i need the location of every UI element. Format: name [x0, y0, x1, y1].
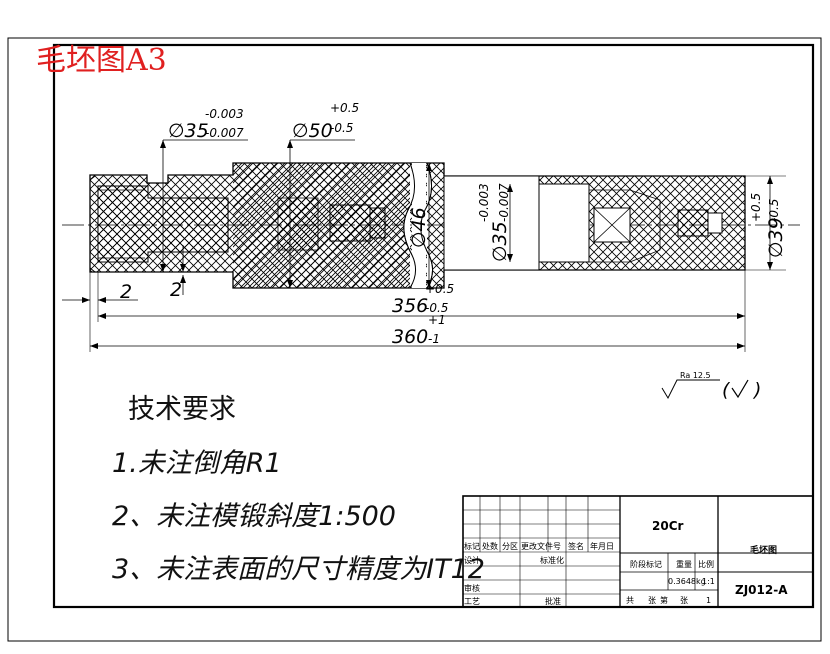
dim-356-upper: +0.5 — [425, 282, 454, 296]
dim-360-lower: -1 — [428, 332, 440, 346]
dimension-chamfer-2: 2 2 — [62, 245, 186, 303]
outer-border — [7, 37, 822, 642]
dim-d50-label: ∅50 — [292, 120, 333, 142]
technical-requirements: 技术要求 1.未注倒角R1 2、未注模锻斜度1:500 3、未注表面的尺寸精度为… — [112, 394, 485, 585]
title-stamp: 毛坯图A3 — [36, 43, 167, 78]
dim-d46-label: ∅46 — [408, 207, 430, 248]
tb-header-date: 年月日 — [590, 541, 614, 551]
tb-sheet-total: 共 — [626, 596, 634, 605]
tb-approve: 批准 — [545, 596, 561, 606]
tb-stage-mark: 阶段标记 — [630, 559, 662, 569]
title-block-text: 标记 处数 分区 更改文件号 签名 年月日 设计 标准化 审核 工艺 批准 20… — [464, 519, 788, 606]
tb-sheet-total-label: 张 — [648, 596, 656, 605]
tb-sheet-no-label: 张 — [680, 596, 688, 605]
dim-d35v-upper: -0.003 — [477, 183, 491, 222]
tb-header-sign: 签名 — [568, 541, 584, 551]
dim-d35v-lower: -0.007 — [497, 183, 511, 222]
tb-drawing-name: 毛坯图 — [750, 544, 777, 556]
requirement-item: 2、未注模锻斜度1:500 — [112, 501, 396, 532]
dimension-d39: ∅39 +0.5 -0.5 — [745, 175, 787, 271]
tb-standardize: 标准化 — [540, 555, 564, 565]
title-block — [462, 495, 814, 608]
dim-chamfer-left: 2 — [120, 281, 132, 303]
roughness-close: ) — [752, 379, 761, 401]
dim-d39-label: ∅39 — [765, 217, 787, 258]
dim-d35v-label: ∅35 — [489, 221, 511, 262]
dimension-360: 360 +1 -1 — [90, 313, 745, 349]
dim-356-label: 356 — [392, 295, 428, 317]
requirements-heading: 技术要求 — [128, 394, 236, 425]
dim-d39-upper: +0.5 — [749, 193, 763, 222]
dimension-356: 356 +0.5 -0.5 — [89, 270, 746, 352]
dim-chamfer-right: 2 — [170, 279, 182, 301]
roughness-open: ( — [722, 379, 731, 401]
tb-header-doc: 更改文件号 — [521, 541, 561, 551]
tb-header-mark: 标记 — [464, 541, 480, 551]
inner-frame — [52, 43, 815, 609]
tb-sheet-no: 第 — [660, 595, 668, 605]
requirement-item: 1.未注倒角R1 — [112, 448, 282, 479]
tb-scale: 比例 — [698, 559, 714, 569]
tb-header-count: 处数 — [482, 541, 498, 551]
dimension-d35-vertical: ∅35 -0.003 -0.007 — [477, 183, 513, 262]
tb-drawing-number: ZJ012-A — [735, 583, 788, 597]
tb-sheet-value: 1 — [706, 596, 711, 605]
dim-d35-lower: -0.007 — [205, 126, 244, 140]
tb-review: 审核 — [464, 583, 480, 593]
tb-material: 20Cr — [652, 519, 684, 533]
dim-356-lower: -0.5 — [425, 301, 448, 315]
dim-360-upper: +1 — [428, 313, 446, 327]
dim-d35-upper: -0.003 — [205, 107, 244, 121]
tb-weight: 重量 — [676, 559, 692, 569]
dimension-d50: ∅50 +0.5 -0.5 — [287, 101, 359, 288]
dim-360-label: 360 — [392, 326, 428, 348]
roughness-value: Ra 12.5 — [680, 371, 711, 380]
requirement-item: 3、未注表面的尺寸精度为IT12 — [112, 554, 485, 585]
tb-scale-value: 1:1 — [702, 577, 715, 586]
check-icon — [731, 379, 749, 399]
tb-header-zone: 分区 — [502, 542, 518, 551]
dimension-d46: ∅46 — [408, 163, 432, 288]
dim-d50-lower: -0.5 — [330, 121, 353, 135]
roughness-symbol: Ra 12.5 ( ) — [661, 371, 761, 401]
dim-d50-upper: +0.5 — [330, 101, 359, 115]
dim-d39-lower: -0.5 — [767, 199, 781, 222]
tb-weight-value: 0.3648kg — [668, 577, 706, 586]
tb-process: 工艺 — [464, 597, 480, 606]
dimension-d35-left: ∅35 -0.003 -0.007 — [160, 107, 248, 272]
tb-design: 设计 — [464, 555, 480, 565]
dim-d35-label: ∅35 — [168, 120, 209, 142]
